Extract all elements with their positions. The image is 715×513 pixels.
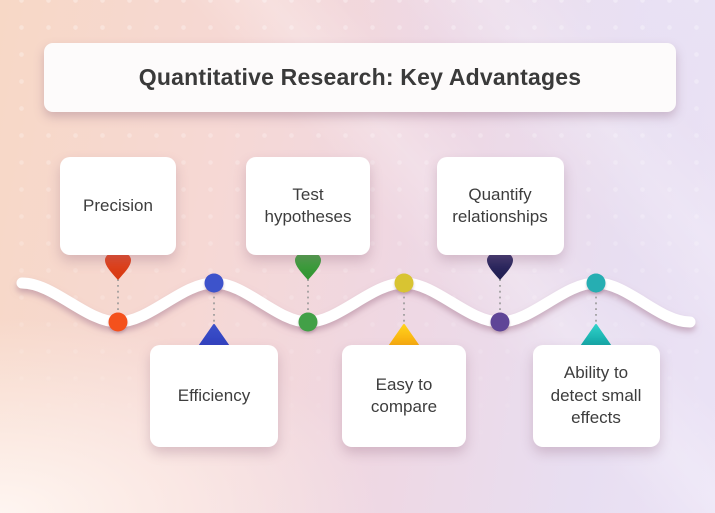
title-card: Quantitative Research: Key Advantages xyxy=(44,43,676,112)
advantage-card: Efficiency xyxy=(150,345,278,447)
timeline-dot xyxy=(394,273,414,293)
timeline-dot xyxy=(490,312,510,332)
timeline-dot xyxy=(204,273,224,293)
advantage-card: Quantify relationships xyxy=(436,157,564,255)
direction-markers xyxy=(105,251,613,349)
page-title: Quantitative Research: Key Advantages xyxy=(138,64,582,90)
pin-down-icon xyxy=(295,251,321,280)
wave-line xyxy=(16,277,696,328)
advantage-card: Precision xyxy=(60,157,176,255)
pin-down-icon xyxy=(105,251,131,280)
advantage-label: Precision xyxy=(83,195,153,215)
advantage-label: Efficiency xyxy=(177,385,251,405)
advantage-card: Ability to detect small effects xyxy=(532,345,660,447)
timeline-dot xyxy=(298,312,318,332)
advantage-label: Test hypotheses xyxy=(264,184,352,226)
advantage-label: Ability to detect small effects xyxy=(550,363,642,428)
timeline-dots xyxy=(108,273,606,332)
advantage-card: Easy to compare xyxy=(342,345,466,447)
connector-lines xyxy=(117,256,597,346)
pin-down-icon xyxy=(487,251,513,280)
advantage-card: Test hypotheses xyxy=(246,157,370,255)
timeline-dot xyxy=(108,312,128,332)
advantage-label: Quantify relationships xyxy=(452,184,548,226)
timeline-dot xyxy=(586,273,606,293)
advantage-label: Easy to compare xyxy=(370,374,438,416)
